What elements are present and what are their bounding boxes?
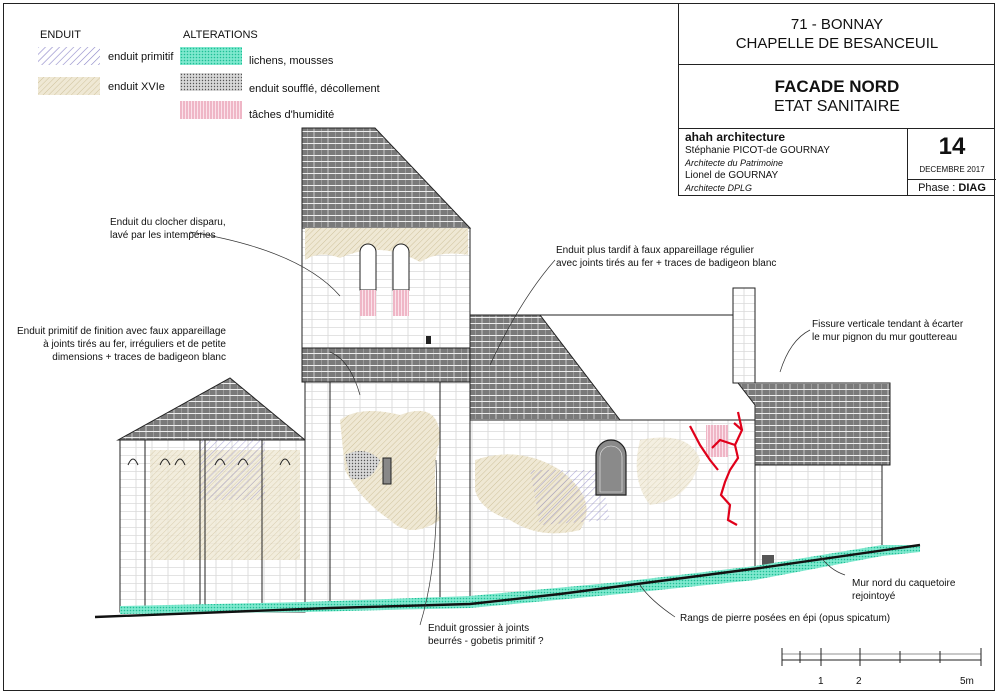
gable-chimney bbox=[732, 287, 756, 384]
architect-1-role: Architecte du Patrimoine bbox=[685, 158, 784, 168]
tower-roof-band bbox=[301, 347, 471, 383]
scale-label-5: 5m bbox=[960, 676, 974, 687]
annotation-fissure-line2: le mur pignon du mur gouttereau bbox=[812, 332, 958, 343]
nave-roof bbox=[469, 314, 622, 421]
annotation-spicatum: Rangs de pierre posées en épi (opus spic… bbox=[680, 613, 891, 624]
annotation-caquetoire-line2: rejointoyé bbox=[852, 591, 896, 602]
apse-buttresses bbox=[127, 440, 291, 612]
scale-label-2: 2 bbox=[856, 676, 862, 687]
annotation-fissure-line1: Fissure verticale tendant à écarter bbox=[812, 319, 964, 330]
diagonal-hatch-swatch-icon bbox=[38, 47, 100, 65]
legend-label-enduit-xvie: enduit XVIe bbox=[108, 81, 165, 93]
nave-window bbox=[595, 439, 627, 496]
architect-2-role: Architecte DPLG bbox=[685, 183, 753, 193]
annotation-clocher-line2: lavé par les intempéries bbox=[110, 230, 216, 241]
annotation-primitif: Enduit primitif de finition avec faux ap… bbox=[16, 325, 226, 364]
annotation-clocher: Enduit du clocher disparu, lavé par les … bbox=[110, 216, 226, 242]
sheet-box: 14 DECEMBRE 2017 Phase : DIAG bbox=[907, 129, 996, 196]
location-label: 71 - BONNAY bbox=[790, 16, 884, 33]
tower-buttresses bbox=[329, 382, 441, 607]
nave-enduit-xvie-2 bbox=[636, 437, 700, 505]
nave-enduit-primitif bbox=[530, 470, 610, 525]
caquetoire-vent bbox=[762, 555, 774, 565]
annotation-clocher-line1: Enduit du clocher disparu, bbox=[110, 217, 226, 228]
sheet-number: 14 bbox=[938, 133, 966, 160]
legend-heading-alterations: ALTERATIONS bbox=[183, 29, 258, 41]
drawing-frame bbox=[3, 3, 995, 691]
annotation-fissure: Fissure verticale tendant à écarter le m… bbox=[812, 318, 963, 344]
annotation-primitif-line2: à joints tirés au fer, irréguliers et de… bbox=[43, 339, 226, 350]
ground-line bbox=[94, 543, 921, 619]
tower-slot bbox=[426, 336, 431, 344]
scale-bar bbox=[781, 648, 982, 666]
annotation-caquetoire-line1: Mur nord du caquetoire bbox=[852, 578, 956, 589]
base-lichens-band bbox=[120, 545, 920, 614]
annotation-primitif-line1: Enduit primitif de finition avec faux ap… bbox=[16, 326, 226, 337]
legend-label-humidite: tâches d'humidité bbox=[249, 109, 335, 121]
firm-name: ahah architecture bbox=[685, 130, 786, 144]
phase-label: Phase : bbox=[918, 182, 959, 194]
caquetoire-roof bbox=[736, 382, 891, 466]
legend-label-enduit-primitif: enduit primitif bbox=[108, 51, 174, 63]
annotation-tardif-line1: Enduit plus tardif à faux appareillage r… bbox=[556, 245, 754, 256]
phase-cell: Phase : DIAG bbox=[908, 179, 996, 196]
annotation-tardif: Enduit plus tardif à faux appareillage r… bbox=[556, 244, 776, 270]
architect-1: Stéphanie PICOT-de GOURNAY bbox=[685, 145, 830, 156]
scale-label-1: 1 bbox=[818, 676, 824, 687]
tower-roof bbox=[301, 127, 472, 229]
beige-hatch-swatch-icon bbox=[38, 77, 100, 95]
drawing-title: FACADE NORD bbox=[774, 77, 900, 96]
vertical-crack bbox=[689, 411, 744, 526]
annotation-primitif-line3: dimensions + traces de badigeon blanc bbox=[52, 352, 226, 363]
drawing-subtitle: ETAT SANITAIRE bbox=[774, 98, 900, 115]
annotation-tardif-line2: avec joints tirés au fer + traces de bad… bbox=[556, 258, 777, 269]
annotation-grossier-line2: beurrés - gobetis primitif ? bbox=[428, 636, 544, 647]
nave-humidite bbox=[706, 425, 728, 457]
leader-lines bbox=[189, 231, 846, 626]
tower-souffle-patch bbox=[345, 451, 380, 480]
annotation-grossier: Enduit grossier à joints beurrés - gobet… bbox=[428, 622, 544, 648]
green-stipple-swatch-icon bbox=[180, 47, 242, 65]
annotation-grossier-line1: Enduit grossier à joints bbox=[428, 623, 530, 634]
phase-value: DIAG bbox=[958, 182, 986, 194]
pink-stripe-swatch-icon bbox=[180, 101, 242, 119]
title-block-header: 71 - BONNAY CHAPELLE DE BESANCEUIL bbox=[679, 3, 995, 65]
title-block: 71 - BONNAY CHAPELLE DE BESANCEUIL FACAD… bbox=[678, 3, 996, 196]
legend-label-lichens: lichens, mousses bbox=[249, 55, 334, 67]
tower-window bbox=[382, 457, 392, 485]
legend-heading-enduit: ENDUIT bbox=[40, 29, 81, 41]
apse-enduit-primitif bbox=[200, 440, 265, 500]
legend-label-enduit-souffle: enduit soufflé, décollement bbox=[249, 83, 380, 95]
annotation-caquetoire: Mur nord du caquetoire rejointoyé bbox=[852, 577, 955, 603]
apse-roof bbox=[116, 377, 307, 441]
building-label: CHAPELLE DE BESANCEUIL bbox=[735, 35, 939, 52]
dotted-swatch-icon bbox=[180, 73, 242, 91]
tower-enduit-xvie bbox=[305, 228, 468, 262]
credits: ahah architecture Stéphanie PICOT-de GOU… bbox=[685, 131, 830, 195]
title-block-drawing: FACADE NORD ETAT SANITAIRE bbox=[679, 65, 995, 129]
sheet-date: DECEMBRE 2017 bbox=[919, 165, 985, 174]
architect-2: Lionel de GOURNAY bbox=[685, 170, 779, 181]
belfry-openings bbox=[359, 243, 410, 316]
